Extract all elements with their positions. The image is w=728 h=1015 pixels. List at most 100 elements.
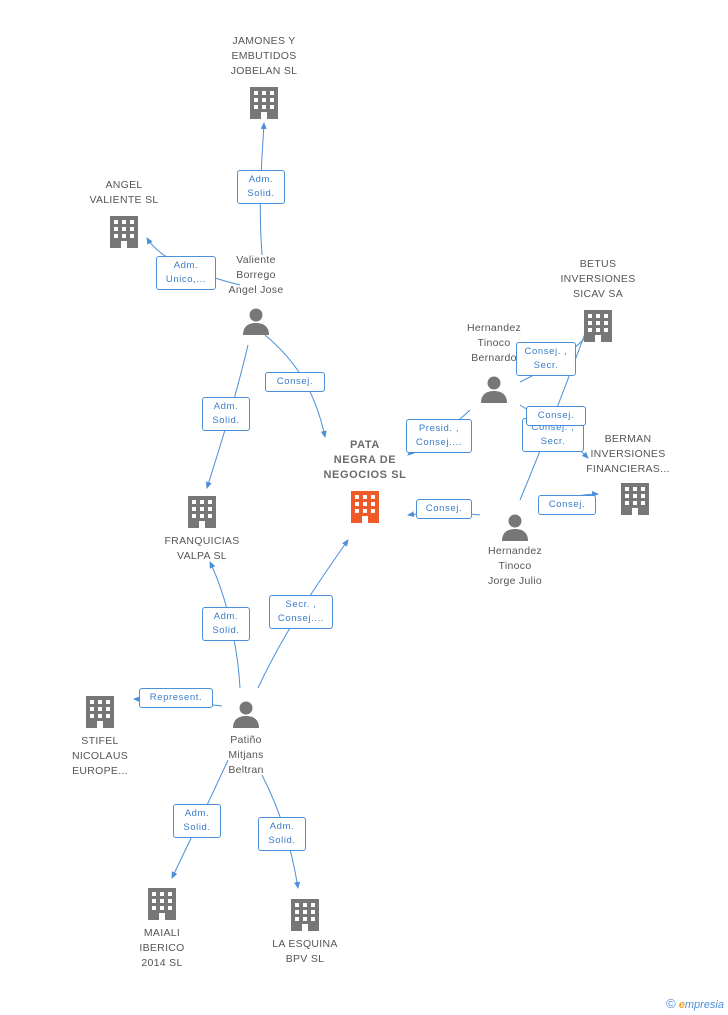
- relation-text: Adm.: [213, 401, 239, 412]
- person-name-line: Bernardo: [471, 352, 517, 364]
- company-node-stifel[interactable]: STIFEL NICOLAUS EUROPE...: [50, 694, 150, 779]
- person-icon: [243, 308, 269, 335]
- person-name-line: Beltran: [228, 764, 264, 776]
- relation-text: Solid.: [212, 625, 240, 636]
- building-icon: [351, 491, 379, 523]
- company-node-angel[interactable]: ANGEL VALIENTE SL: [76, 178, 172, 250]
- person-name-line: Mitjans: [228, 749, 264, 761]
- building-icon: [621, 483, 649, 515]
- relation-label-valiente-franquicias[interactable]: Adm. Solid.: [202, 397, 250, 431]
- relation-label-jorge-berman[interactable]: Consej.: [538, 495, 596, 515]
- company-node-maiali[interactable]: MAIALI IBERICO 2014 SL: [112, 886, 212, 971]
- company-node-jamones[interactable]: JAMONES Y EMBUTIDOS JOBELAN SL: [214, 34, 314, 121]
- company-name-line: MAIALI: [143, 927, 181, 939]
- company-node-franquicias[interactable]: FRANQUICIAS VALPA SL: [152, 494, 252, 564]
- main-company-node[interactable]: PATA NEGRA DE NEGOCIOS SL: [304, 438, 426, 525]
- person-name-line: Tinoco: [498, 560, 532, 572]
- person-node-patino[interactable]: Patiño Mitjans Beltran: [196, 699, 296, 778]
- person-name-line: Patiño: [230, 734, 262, 746]
- relation-text: Consej.: [537, 410, 575, 421]
- building-icon: [148, 888, 176, 920]
- building-icon: [188, 496, 216, 528]
- relation-label-patino-franquicias[interactable]: Adm. Solid.: [202, 607, 250, 641]
- company-name-line: INVERSIONES: [590, 448, 666, 460]
- relation-text: Consej.: [548, 499, 586, 510]
- relation-label-jorge-main[interactable]: Consej.: [416, 499, 472, 519]
- person-icon: [481, 376, 507, 403]
- relation-text: Consej.: [425, 503, 463, 514]
- person-name-line: Angel Jose: [228, 284, 284, 296]
- company-name-line: BERMAN: [604, 433, 652, 445]
- company-name-line: STIFEL: [81, 735, 119, 747]
- main-company-name-line: PATA: [350, 439, 380, 451]
- relation-label-patino-main[interactable]: Secr. , Consej....: [269, 595, 333, 629]
- relation-text: Represent.: [149, 692, 203, 703]
- building-icon: [86, 696, 114, 728]
- building-icon: [110, 216, 138, 248]
- relation-label-bernardo-main[interactable]: Presid. , Consej....: [406, 419, 472, 453]
- relation-text: Adm.: [173, 260, 199, 271]
- relation-label-valiente-angel[interactable]: Adm. Unico,...: [156, 256, 216, 290]
- relation-text: Secr. ,: [285, 599, 317, 610]
- company-name-line: VALIENTE SL: [89, 194, 159, 206]
- relation-text: Consej. ,: [524, 346, 568, 357]
- main-company-name-line: NEGOCIOS SL: [323, 469, 407, 481]
- person-icon: [502, 514, 528, 541]
- relation-label-jorge-betus[interactable]: Consej.: [526, 406, 586, 426]
- relation-text: Solid.: [212, 415, 240, 426]
- company-name-line: INVERSIONES: [560, 273, 636, 285]
- person-node-bernardo[interactable]: Hernandez Tinoco Bernardo: [444, 321, 544, 404]
- company-name-line: FINANCIERAS...: [586, 463, 670, 475]
- company-name-line: ANGEL: [105, 179, 143, 191]
- relation-label-valiente-main[interactable]: Consej.: [265, 372, 325, 392]
- company-name-line: JOBELAN SL: [230, 65, 298, 77]
- person-node-jorge[interactable]: Hernandez Tinoco Jorge Julio: [465, 512, 565, 589]
- company-node-esquina[interactable]: LA ESQUINA BPV SL: [255, 897, 355, 967]
- footer-brand[interactable]: ©empresia: [666, 996, 724, 1011]
- person-node-valiente[interactable]: Valiente Borrego Angel Jose: [206, 253, 306, 336]
- brand-initial: e: [678, 999, 685, 1011]
- relation-text: Solid.: [183, 822, 211, 833]
- person-name-line: Hernandez: [466, 322, 522, 334]
- company-name-line: EMBUTIDOS: [231, 50, 297, 62]
- company-name-line: IBERICO: [139, 942, 185, 954]
- company-name-line: EUROPE...: [72, 765, 128, 777]
- company-name-line: BETUS: [579, 258, 617, 270]
- relation-label-patino-maiali[interactable]: Adm. Solid.: [173, 804, 221, 838]
- brand-name: mpresia: [684, 999, 724, 1011]
- relation-text: Unico,...: [165, 274, 207, 285]
- relation-label-bernardo-betus[interactable]: Consej. , Secr.: [516, 342, 576, 376]
- relation-text: Consej....: [277, 613, 325, 624]
- company-node-betus[interactable]: BETUS INVERSIONES SICAV SA: [548, 257, 648, 344]
- person-name-line: Hernandez: [487, 545, 543, 557]
- company-node-berman[interactable]: BERMAN INVERSIONES FINANCIERAS...: [578, 432, 678, 517]
- person-name-line: Tinoco: [477, 337, 511, 349]
- person-name-line: Valiente: [236, 254, 276, 266]
- relation-text: Secr.: [540, 436, 566, 447]
- company-name-line: LA ESQUINA: [272, 938, 338, 950]
- company-name-line: NICOLAUS: [71, 750, 129, 762]
- company-name-line: FRANQUICIAS: [164, 535, 240, 547]
- building-icon: [291, 899, 319, 931]
- company-name-line: BPV SL: [285, 953, 325, 965]
- relation-text: Adm.: [269, 821, 295, 832]
- relation-text: Solid.: [247, 188, 275, 199]
- person-icon: [233, 701, 259, 728]
- company-name-line: SICAV SA: [572, 288, 624, 300]
- copyright-icon: ©: [666, 996, 676, 1011]
- relation-text: Presid. ,: [418, 423, 460, 434]
- relation-label-patino-stifel[interactable]: Represent.: [139, 688, 213, 708]
- person-name-line: Borrego: [236, 269, 276, 281]
- relation-text: Solid.: [268, 835, 296, 846]
- person-name-line: Jorge Julio: [487, 575, 543, 587]
- relation-text: Consej....: [415, 437, 463, 448]
- relation-text: Consej. ,: [531, 422, 575, 433]
- main-company-name-line: NEGRA DE: [333, 454, 397, 466]
- company-name-line: JAMONES Y: [232, 35, 296, 47]
- relation-text: Adm.: [248, 174, 274, 185]
- relation-label-valiente-jamones[interactable]: Adm. Solid.: [237, 170, 285, 204]
- company-name-line: 2014 SL: [141, 957, 183, 969]
- relation-label-patino-esquina[interactable]: Adm. Solid.: [258, 817, 306, 851]
- building-icon: [250, 87, 278, 119]
